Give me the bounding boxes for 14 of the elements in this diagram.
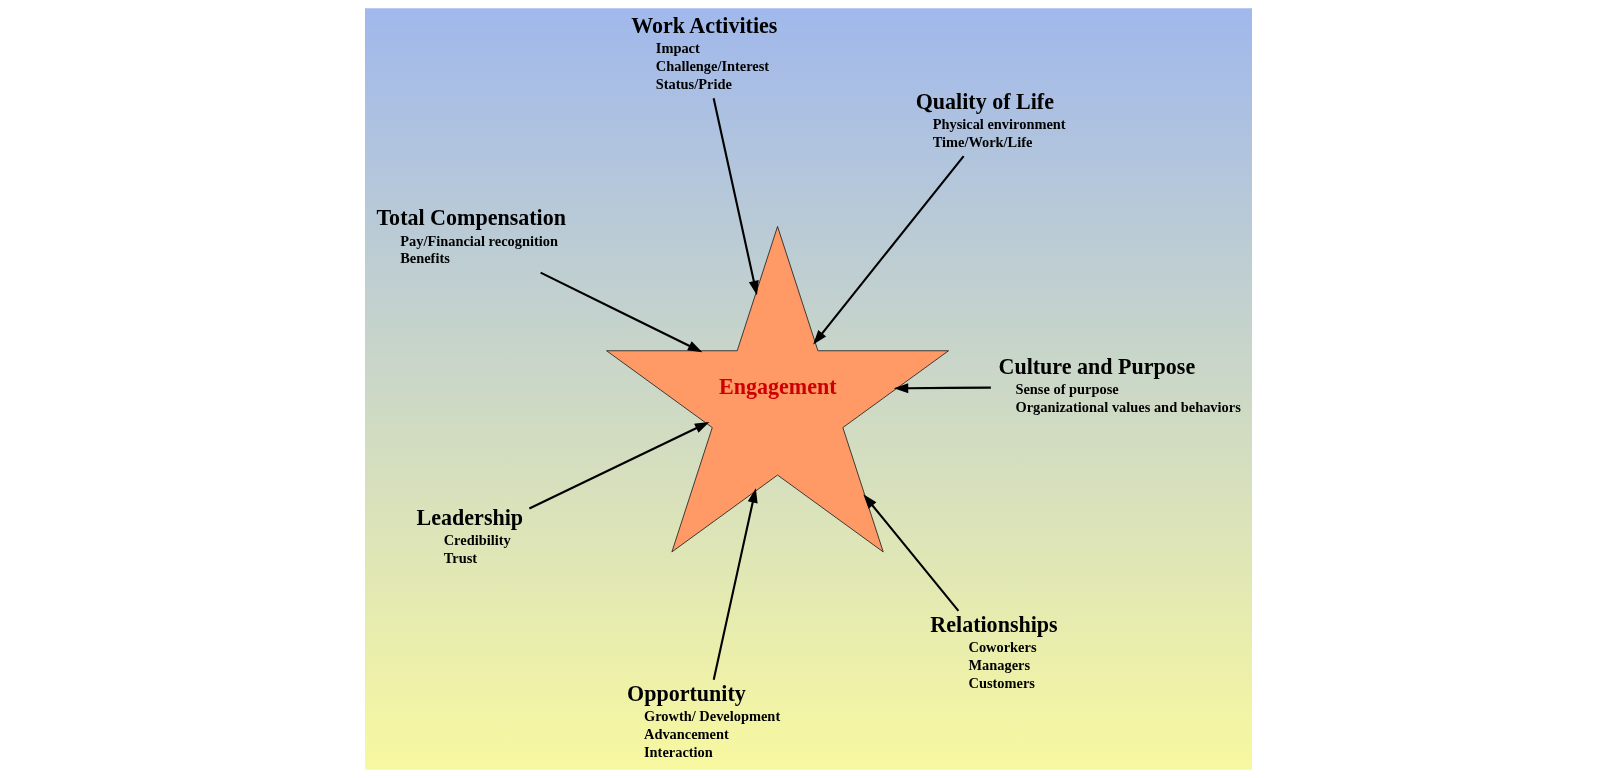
arrow [540, 271, 703, 353]
arrow [712, 488, 758, 680]
node-text: Relationships Coworkers Managers Customers [930, 612, 1058, 691]
node-text: Leadership Credibility Trust [416, 504, 524, 566]
arrow [893, 383, 991, 394]
node-text: Work Activities Impact Challenge/Interest Status/Pride [631, 12, 778, 92]
arrow [813, 155, 965, 345]
node-text: Total Compensation Pay/Financial recognition Benefits [376, 205, 566, 267]
node-text: Culture and Purpose Sense of purpose Organizational values and behaviors [998, 353, 1241, 415]
node-text: Quality of Life Physical environment Time/Work/Life [915, 88, 1066, 150]
arrow [863, 494, 960, 612]
arrow [528, 421, 710, 510]
node-text: Opportunity Growth/ Development Advancement Interaction [627, 680, 781, 760]
arrow [712, 98, 759, 296]
